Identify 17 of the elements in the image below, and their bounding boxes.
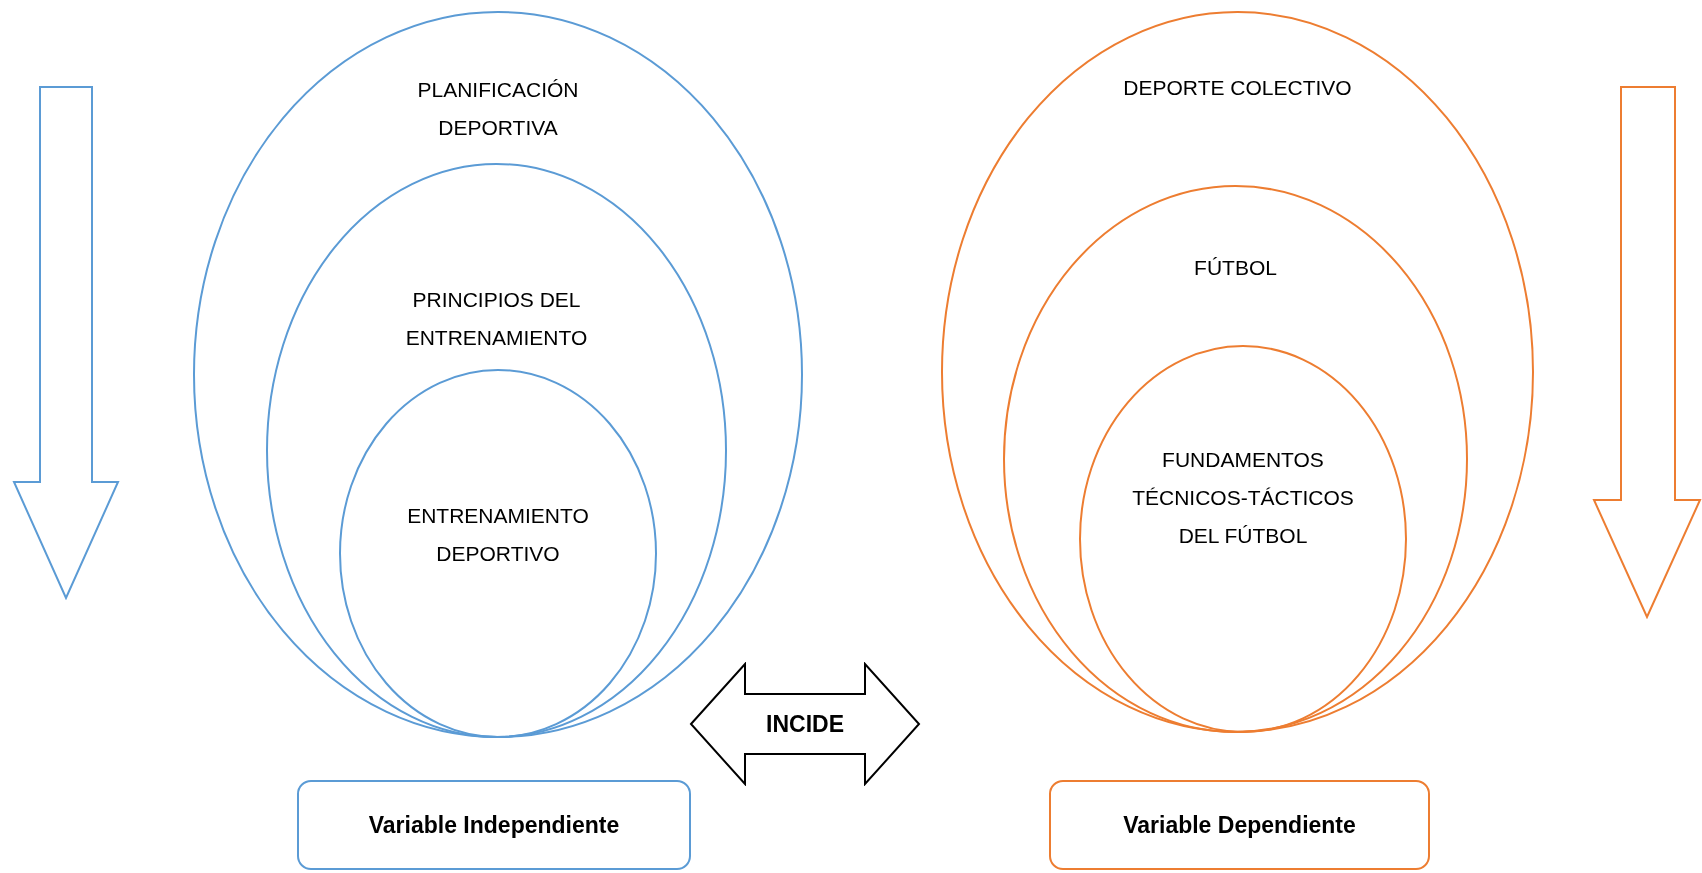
nested-ellipse (266, 163, 727, 738)
edge-label: INCIDE (766, 710, 844, 738)
nested-ellipse (1079, 345, 1407, 733)
ellipse-label: DEPORTE COLECTIVO (1122, 75, 1353, 101)
ellipse-label: ENTRENAMIENTO DEPORTIVO (406, 503, 590, 567)
variable-box (297, 780, 691, 870)
ellipse-label: PLANIFICACIÓN DEPORTIVA (416, 77, 580, 141)
double-block-arrow (689, 662, 921, 786)
box-label: Variable Dependiente (1123, 811, 1356, 839)
nested-ellipse (339, 369, 657, 738)
nested-ellipse (1003, 185, 1468, 733)
nested-ellipse (941, 11, 1534, 733)
ellipse-label: FÚTBOL (1193, 255, 1278, 281)
variable-box (1049, 780, 1430, 870)
box-label: Variable Independiente (368, 811, 620, 839)
ellipse-label: FUNDAMENTOS TÉCNICOS-TÁCTICOS DEL FÚTBOL (1131, 447, 1355, 549)
ellipse-label: PRINCIPIOS DEL ENTRENAMIENTO (404, 287, 589, 351)
